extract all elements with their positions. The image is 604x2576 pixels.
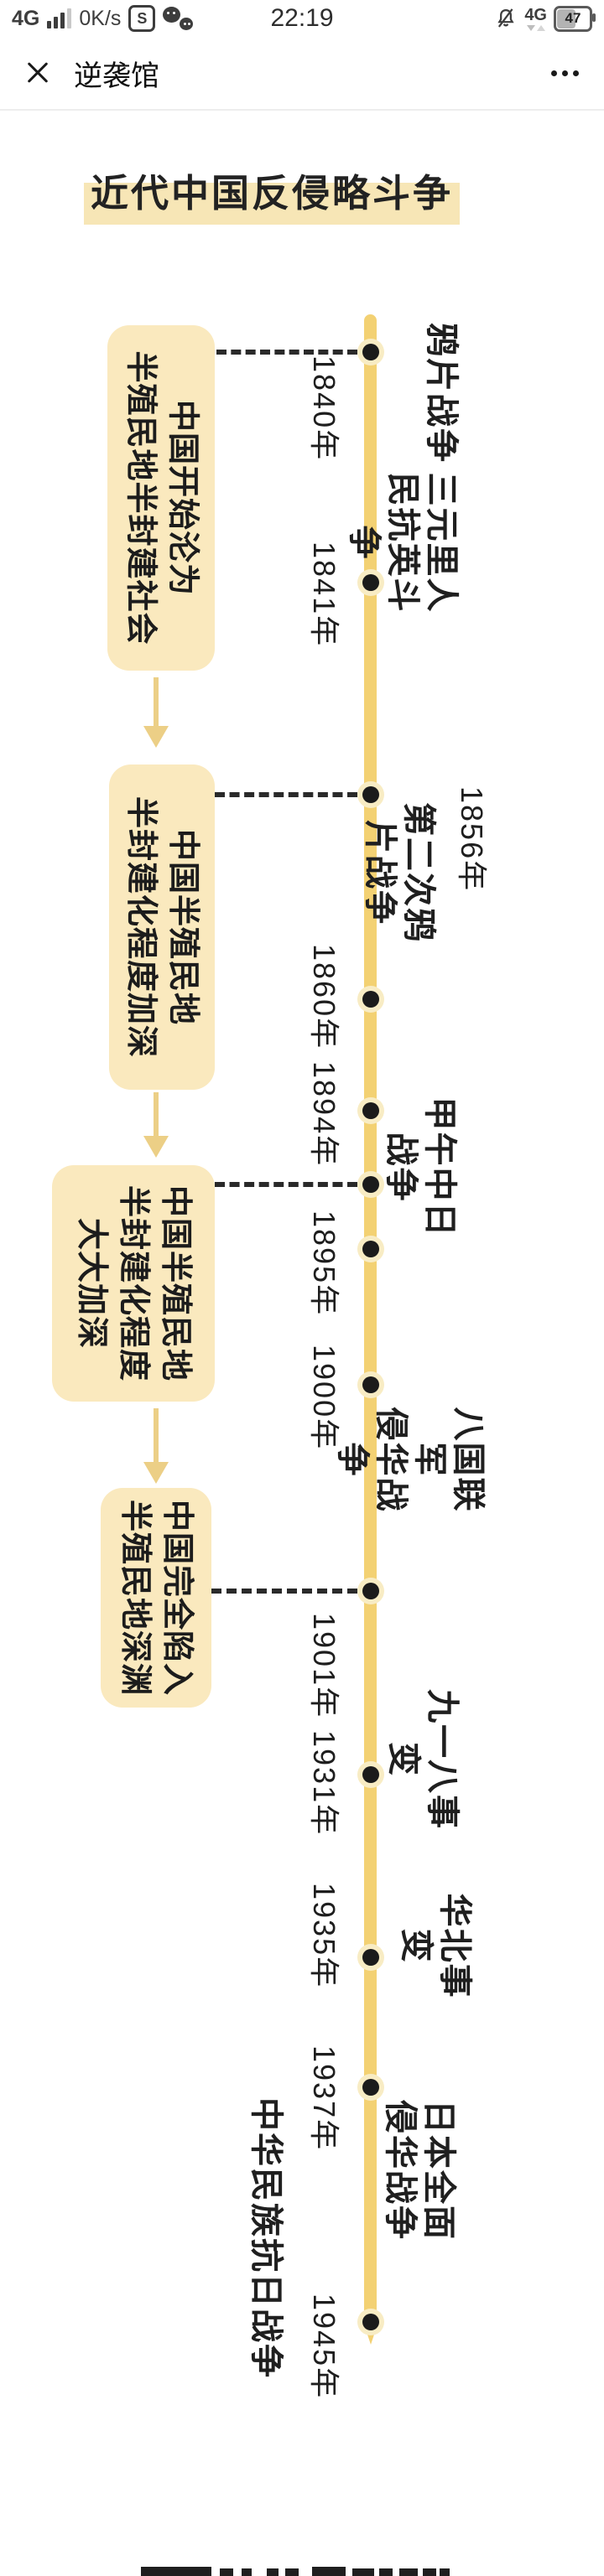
timeline-dot <box>357 569 384 596</box>
signal-bars-icon <box>47 8 72 29</box>
infographic-title-block: 近代中国反侵略斗争 <box>84 164 460 226</box>
event-label: 甲午中日战争 <box>383 1096 458 1238</box>
dashed-connector <box>216 350 357 355</box>
flow-arrow-down <box>154 677 159 726</box>
clipped-next-text <box>312 2567 346 2576</box>
timeline-dot <box>357 339 384 365</box>
timeline-dot <box>357 1944 384 1971</box>
clipped-next-text <box>220 2568 233 2576</box>
year-label: 1840年 <box>307 355 341 462</box>
timeline-dot-core <box>362 1766 379 1783</box>
battery-percent: 47 <box>565 10 581 26</box>
timeline-dot <box>357 781 384 808</box>
stage-text: 中国半殖民地 半封建化程度加深 <box>123 796 201 1059</box>
wechat-icon <box>163 7 194 30</box>
timeline-dot-core <box>362 1176 379 1193</box>
timeline-dot-core <box>362 991 379 1008</box>
timeline-dot-core <box>362 574 379 591</box>
timeline-dot-core <box>362 2314 379 2330</box>
data-arrows-icon <box>526 24 545 31</box>
timeline-dot <box>357 1578 384 1604</box>
nav-bar: 逆袭馆 <box>0 37 604 111</box>
close-icon[interactable] <box>25 60 50 86</box>
clipped-next-text <box>440 2568 450 2576</box>
s-app-icon: S <box>128 5 156 32</box>
more-options-icon[interactable] <box>551 70 579 76</box>
stage-text: 中国完全陷入 半殖民地深渊 <box>117 1499 195 1697</box>
stage-box: 中国半殖民地 半封建化程度 大大加深 <box>52 1165 215 1402</box>
clipped-next-text <box>379 2568 393 2576</box>
year-label: 1901年 <box>307 1613 341 1719</box>
stage-box: 中国开始沦为 半殖民地半封建社会 <box>107 325 215 671</box>
year-label: 1935年 <box>307 1883 341 1989</box>
clipped-next-text <box>352 2568 374 2576</box>
event-label: 鸦片战争 <box>423 323 460 464</box>
clock: 22:19 <box>270 4 334 32</box>
clipped-next-text <box>141 2567 211 2576</box>
event-label: 八国联军 侵华战争 <box>334 1407 487 1513</box>
timeline-dot <box>357 1371 384 1398</box>
timeline-dot <box>357 1236 384 1262</box>
dashed-connector <box>211 1589 357 1594</box>
year-label: 1856年 <box>455 786 489 893</box>
status-bar: 4G 0K/s S 22:19 4G 47 <box>0 0 604 37</box>
dashed-connector <box>215 1182 357 1187</box>
flow-arrow-head <box>143 726 169 748</box>
timeline-dot <box>357 2309 384 2335</box>
timeline-line <box>364 314 377 2326</box>
timeline-dot <box>357 986 384 1013</box>
stage-text: 中国开始沦为 半殖民地半封建社会 <box>122 350 200 645</box>
timeline-dot-core <box>362 786 379 803</box>
clipped-next-text <box>285 2568 299 2576</box>
stage-text: 中国半殖民地 半封建化程度 大大加深 <box>74 1184 194 1382</box>
status-right-cluster: 4G 47 <box>494 5 596 32</box>
year-label: 1860年 <box>307 944 341 1050</box>
timeline-dot <box>357 1171 384 1198</box>
clipped-next-text <box>399 2568 418 2576</box>
article-image[interactable]: 近代中国反侵略斗争 1840年 1841年 1856年 1860年 1894年 1895年… <box>0 112 604 2576</box>
year-label: 1894年 <box>307 1061 341 1168</box>
network-type-right: 4G <box>524 7 547 31</box>
year-label: 1895年 <box>307 1210 341 1317</box>
mute-bell-icon <box>497 8 514 28</box>
timeline-dot <box>357 1761 384 1788</box>
page-title: 逆袭馆 <box>74 60 159 92</box>
clipped-next-text <box>242 2568 252 2576</box>
year-label: 1931年 <box>307 1730 341 1837</box>
event-label: 第二次鸦片战争 <box>362 802 437 943</box>
timeline-dot-core <box>362 1241 379 1257</box>
timeline-dot-core <box>362 2079 379 2096</box>
timeline-dot-core <box>362 1949 379 1966</box>
flow-arrow-head <box>143 1136 169 1158</box>
timeline-dot-core <box>362 1583 379 1599</box>
timeline-dot-core <box>362 1102 379 1119</box>
title-highlight <box>84 183 460 225</box>
infographic-title: 近代中国反侵略斗争 <box>90 172 453 215</box>
event-label: 中华民族抗日战争 <box>247 2097 284 2379</box>
clipped-next-text <box>423 2568 436 2576</box>
timeline-dot-core <box>362 344 379 360</box>
status-left-cluster: 4G 0K/s S <box>12 5 194 32</box>
network-type-left: 4G <box>12 6 40 30</box>
stage-box: 中国完全陷入 半殖民地深渊 <box>101 1488 211 1708</box>
dashed-connector <box>215 792 357 797</box>
timeline-dot-core <box>362 1376 379 1393</box>
year-label: 1945年 <box>307 2294 341 2400</box>
timeline-dot <box>357 1097 384 1124</box>
event-label: 华北事变 <box>398 1893 473 1999</box>
battery-icon: 47 <box>554 5 596 32</box>
flow-arrow-head <box>143 1462 169 1484</box>
stage-box: 中国半殖民地 半封建化程度加深 <box>109 765 215 1090</box>
event-label: 九一八事变 <box>385 1689 461 1830</box>
event-label: 三元里人民抗英斗争 <box>346 472 460 614</box>
event-label: 日本全面侵华战争 <box>382 2100 457 2241</box>
clipped-next-text <box>267 2568 279 2576</box>
flow-arrow-down <box>154 1408 159 1462</box>
year-label: 1937年 <box>307 2045 341 2152</box>
timeline-dot <box>357 2074 384 2101</box>
flow-arrow-down <box>154 1092 159 1136</box>
network-speed: 0K/s <box>79 6 122 30</box>
year-label: 1841年 <box>307 542 341 648</box>
